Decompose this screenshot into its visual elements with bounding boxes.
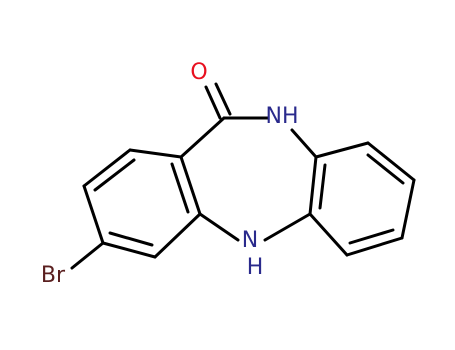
bond-left-ring-1 xyxy=(82,148,132,188)
atom-oxygen: O xyxy=(190,60,207,85)
bond-right-ring-2-inner xyxy=(366,153,405,185)
bond-right-ring-2 xyxy=(366,141,416,182)
bond-left-ring-6 xyxy=(128,148,183,159)
atom-bromine: Br xyxy=(41,263,66,288)
bond-right-ring-1 xyxy=(314,141,370,159)
atom-nh-bottom-n: N xyxy=(242,228,258,253)
bond-ring-to-carbonyl xyxy=(179,116,226,159)
bond-left-ring-1-inner xyxy=(93,158,136,192)
bond-right-ring-4 xyxy=(345,236,404,257)
bond-right-ring-6 xyxy=(308,155,318,216)
atom-labels-group: O NH N H Br xyxy=(41,60,299,288)
bond-left-ring-2 xyxy=(82,184,105,245)
bond-carbonyl-double-b xyxy=(214,82,232,116)
bond-ring-to-bromine xyxy=(70,241,105,270)
bond-left-ring-3 xyxy=(101,241,157,259)
bond-carbonyl-double-a xyxy=(204,85,222,120)
bond-nh-bottom-to-right-ring xyxy=(263,212,312,242)
bond-right-ring-3 xyxy=(400,178,416,240)
bond-right-ring-4-inner xyxy=(348,228,395,245)
bond-left-ring-5-inner xyxy=(170,162,190,214)
bond-right-ring-6-inner xyxy=(318,163,327,210)
bond-left-ring-3-inner xyxy=(108,231,154,247)
bond-left-ring-4 xyxy=(153,212,202,259)
bond-left-ring-5 xyxy=(179,155,202,216)
bonds-group xyxy=(70,82,416,270)
atom-nh-top: NH xyxy=(266,104,299,129)
bond-nh-to-right-ring xyxy=(290,128,318,159)
bond-right-ring-5 xyxy=(308,212,349,257)
bond-left-ring-to-nh-bottom xyxy=(198,212,240,242)
atom-nh-bottom-h: H xyxy=(247,255,264,280)
